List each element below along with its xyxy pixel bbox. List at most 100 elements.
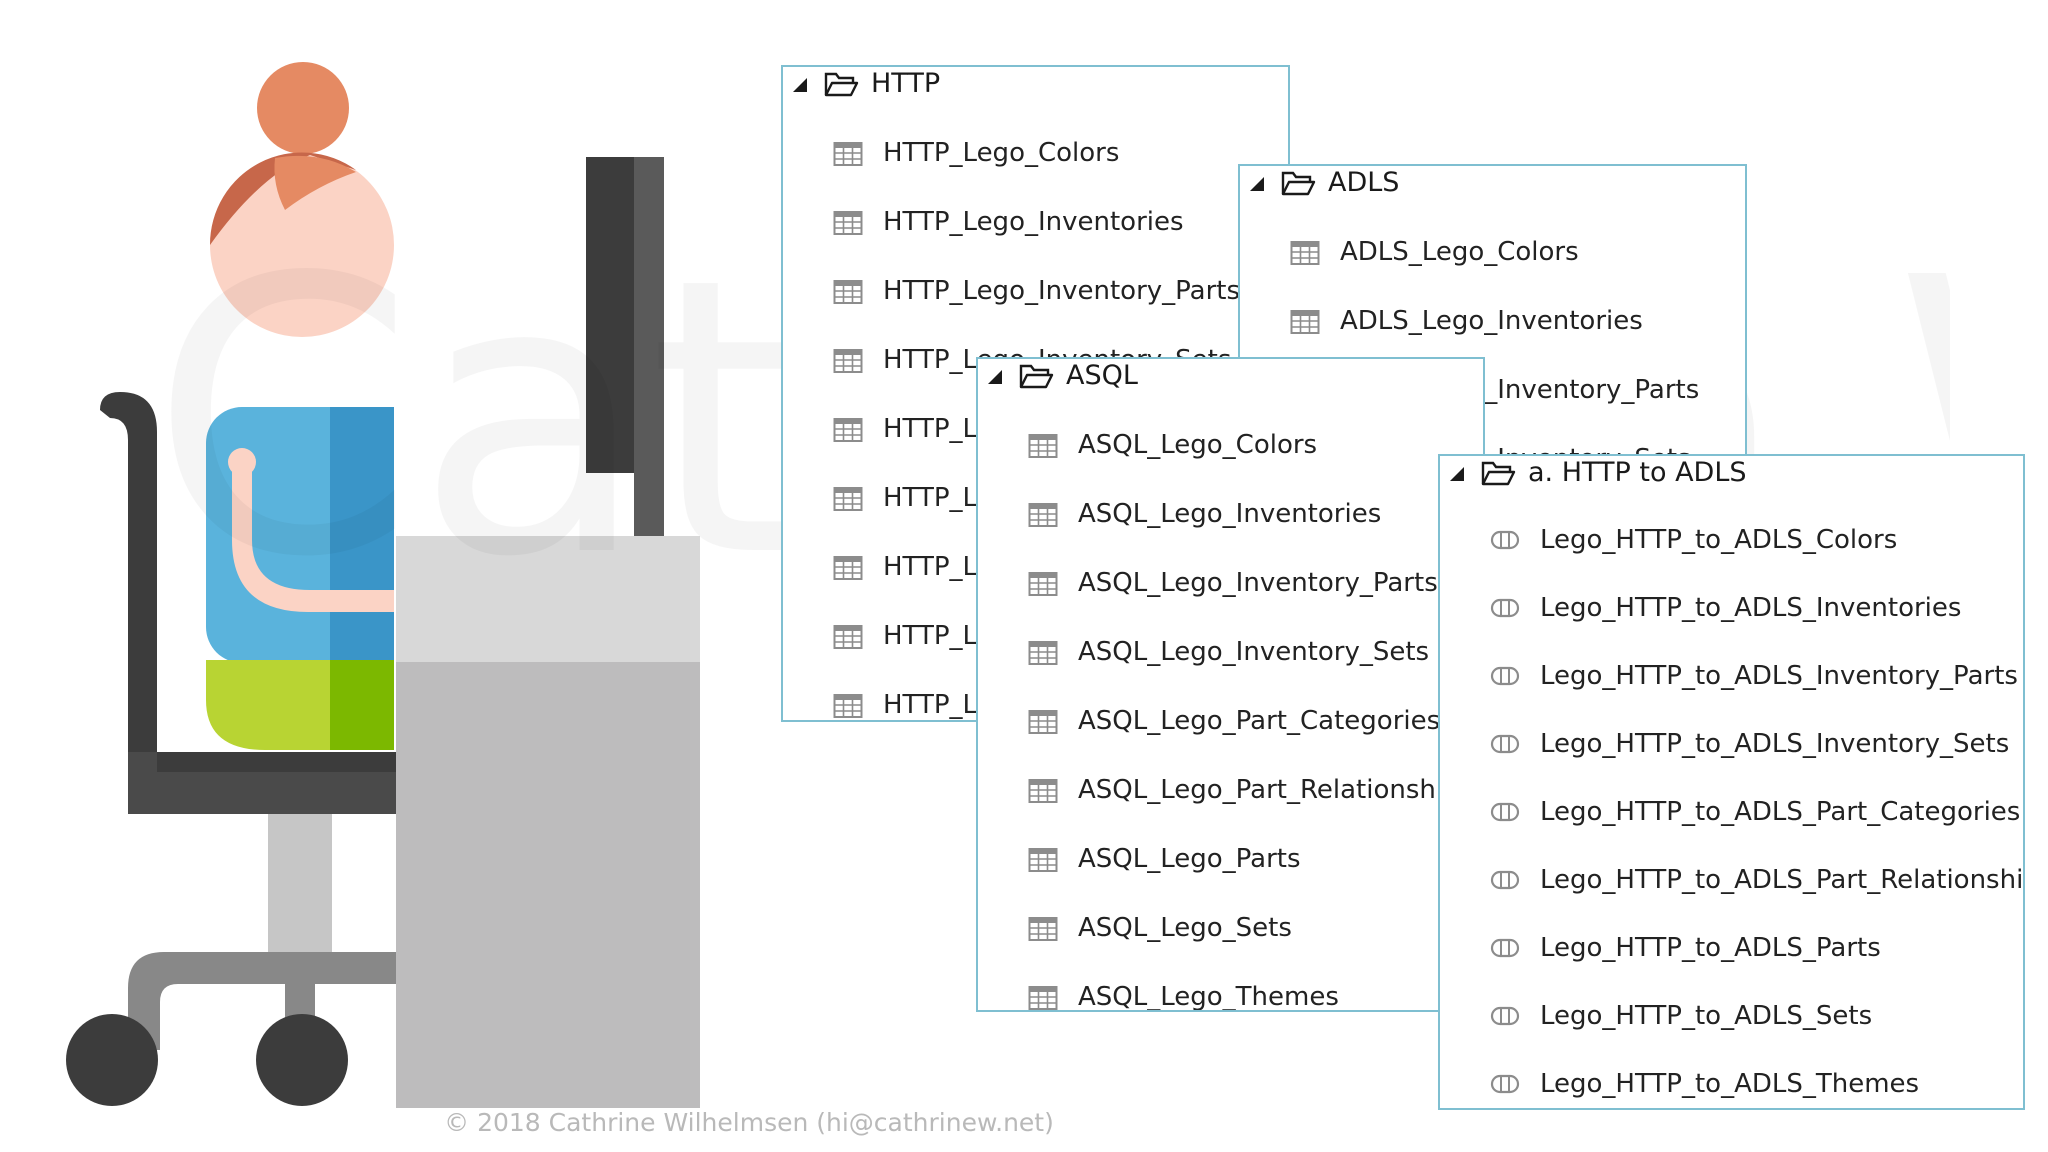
panel-asql-header[interactable]: ASQL xyxy=(978,359,1483,411)
list-item-label: ASQL_Lego_Inventories xyxy=(1078,499,1382,529)
panel-pipelines-header[interactable]: a. HTTP to ADLS xyxy=(1440,456,2023,508)
list-item-label: Lego_HTTP_to_ADLS_Part_Categories xyxy=(1540,797,2021,827)
pipeline-icon xyxy=(1490,866,1520,894)
chair-back xyxy=(100,392,157,812)
list-item-label: Lego_HTTP_to_ADLS_Colors xyxy=(1540,525,1898,555)
arm xyxy=(232,462,394,612)
table-grid-icon xyxy=(833,691,863,719)
list-item[interactable]: Lego_HTTP_to_ADLS_Inventories xyxy=(1440,588,2023,632)
list-item[interactable]: HTTP_Lego_Colors xyxy=(783,133,1288,177)
list-item[interactable]: HTTP_L xyxy=(783,547,1288,591)
list-item[interactable]: ADLS_Lego_Inventories xyxy=(1240,301,1745,345)
table-grid-icon xyxy=(1028,914,1058,942)
pipeline-icon xyxy=(1490,798,1520,826)
panel-adls-header[interactable]: ADLS xyxy=(1240,166,1745,218)
expanded-triangle-icon[interactable] xyxy=(1448,465,1466,483)
folder-open-icon xyxy=(1281,171,1316,196)
list-item-label: HTTP_L xyxy=(883,483,978,513)
expanded-triangle-icon[interactable] xyxy=(986,368,1004,386)
list-item[interactable]: Lego_HTTP_to_ADLS_Part_Relationships xyxy=(1440,860,2023,904)
list-item[interactable]: Lego_HTTP_to_ADLS_Sets xyxy=(1440,996,2023,1040)
table-grid-icon xyxy=(1028,776,1058,804)
list-item[interactable]: Lego_HTTP_to_ADLS_Themes xyxy=(1440,1064,2023,1108)
panel-pipelines-title: a. HTTP to ADLS xyxy=(1528,457,1747,488)
lap-shade xyxy=(330,660,394,750)
list-item-label: HTTP_L xyxy=(883,414,978,444)
table-grid-icon xyxy=(1028,707,1058,735)
list-item-label: Lego_HTTP_to_ADLS_Themes xyxy=(1540,1069,1920,1099)
list-item[interactable]: ASQL_Lego_Part_Relationships xyxy=(978,770,1483,814)
monitor-stand xyxy=(634,157,664,537)
list-item[interactable]: HTTP_Lego_Inventory_Parts xyxy=(783,271,1288,315)
person-at-desk-illustration xyxy=(66,62,700,1108)
list-item[interactable]: ASQL_Lego_Part_Categories xyxy=(978,701,1483,745)
list-item-label: Lego_HTTP_to_ADLS_Inventory_Sets xyxy=(1540,729,2010,759)
list-item-label: ADLS_Lego_Colors xyxy=(1340,237,1579,267)
list-item[interactable]: HTTP_L xyxy=(783,616,1288,660)
list-item[interactable]: ASQL_Lego_Inventory_Parts xyxy=(978,563,1483,607)
table-grid-icon xyxy=(833,553,863,581)
wheel-left xyxy=(66,1014,158,1106)
list-item-label: Lego_HTTP_to_ADLS_Parts xyxy=(1540,933,1881,963)
list-item[interactable]: ASQL_Lego_Colors xyxy=(978,425,1483,469)
list-item[interactable]: HTTP_L xyxy=(783,685,1288,720)
expanded-triangle-icon[interactable] xyxy=(1248,175,1266,193)
chair-seat-top xyxy=(157,752,396,772)
pipeline-icon xyxy=(1490,730,1520,758)
list-item-label: HTTP_Lego_Colors xyxy=(883,138,1120,168)
table-grid-icon xyxy=(1028,983,1058,1010)
list-item[interactable]: HTTP_L xyxy=(783,478,1288,522)
list-item[interactable]: ASQL_Lego_Inventories xyxy=(978,494,1483,538)
list-item-label: HTTP_L xyxy=(883,690,978,720)
list-item[interactable]: ASQL_Lego_Parts xyxy=(978,839,1483,883)
folder-open-icon xyxy=(824,72,859,97)
table-grid-icon xyxy=(1290,307,1320,335)
list-item[interactable]: ASQL_Lego_Inventory_Sets xyxy=(978,632,1483,676)
panel-pipelines: a. HTTP to ADLS Lego_HTTP_to_ADLS_Colors… xyxy=(1438,454,2025,1110)
folder-open-icon xyxy=(1019,364,1054,389)
pipeline-icon xyxy=(1490,594,1520,622)
panel-http-title: HTTP xyxy=(871,68,941,99)
panel-adls-title: ADLS xyxy=(1328,167,1400,198)
table-grid-icon xyxy=(833,139,863,167)
folder-open-icon xyxy=(1481,461,1516,486)
list-item[interactable]: Lego_HTTP_to_ADLS_Part_Categories xyxy=(1440,792,2023,836)
table-grid-icon xyxy=(833,484,863,512)
expanded-triangle-icon[interactable] xyxy=(791,76,809,94)
list-item[interactable]: Lego_HTTP_to_ADLS_Inventory_Sets xyxy=(1440,724,2023,768)
desk-top xyxy=(396,536,700,662)
list-item-label: Lego_HTTP_to_ADLS_Inventories xyxy=(1540,593,1962,623)
table-grid-icon xyxy=(1028,638,1058,666)
torso-shade xyxy=(330,407,394,663)
list-item[interactable]: ASQL_Lego_Themes xyxy=(978,977,1483,1010)
table-grid-icon xyxy=(833,208,863,236)
chair-base xyxy=(128,952,396,1050)
table-grid-icon xyxy=(833,346,863,374)
list-item[interactable]: ASQL_Lego_Sets xyxy=(978,908,1483,952)
list-item[interactable]: Lego_HTTP_to_ADLS_Colors xyxy=(1440,520,2023,564)
head xyxy=(210,153,394,337)
list-item-label: ASQL_Lego_Inventory_Sets xyxy=(1078,637,1430,667)
panel-http-header[interactable]: HTTP xyxy=(783,67,1288,119)
list-item[interactable]: HTTP_Lego_Inventories xyxy=(783,202,1288,246)
list-item[interactable]: Lego_HTTP_to_ADLS_Inventory_Parts xyxy=(1440,656,2023,700)
list-item-label: ASQL_Lego_Part_Relationships xyxy=(1078,775,1474,805)
copyright: © 2018 Cathrine Wilhelmsen (hi@cathrinew… xyxy=(444,1108,1054,1137)
list-item-label: ASQL_Lego_Sets xyxy=(1078,913,1292,943)
table-grid-icon xyxy=(1028,569,1058,597)
table-grid-icon xyxy=(833,622,863,650)
list-item-label: ADLS_Lego_Inventories xyxy=(1340,306,1643,336)
pipeline-icon xyxy=(1490,1070,1520,1098)
list-item[interactable]: HTTP_L xyxy=(783,409,1288,453)
list-item-label: ASQL_Lego_Inventory_Parts xyxy=(1078,568,1438,598)
table-grid-icon xyxy=(1028,431,1058,459)
table-grid-icon xyxy=(1028,500,1058,528)
list-item-label: HTTP_Lego_Inventory_Parts xyxy=(883,276,1241,306)
list-item-label: HTTP_L xyxy=(883,621,978,651)
table-grid-icon xyxy=(1290,238,1320,266)
list-item[interactable]: Lego_HTTP_to_ADLS_Parts xyxy=(1440,928,2023,972)
list-item[interactable]: ADLS_Lego_Colors xyxy=(1240,232,1745,276)
list-item-label: HTTP_L xyxy=(883,552,978,582)
pipeline-icon xyxy=(1490,526,1520,554)
wheel-right xyxy=(256,1014,348,1106)
